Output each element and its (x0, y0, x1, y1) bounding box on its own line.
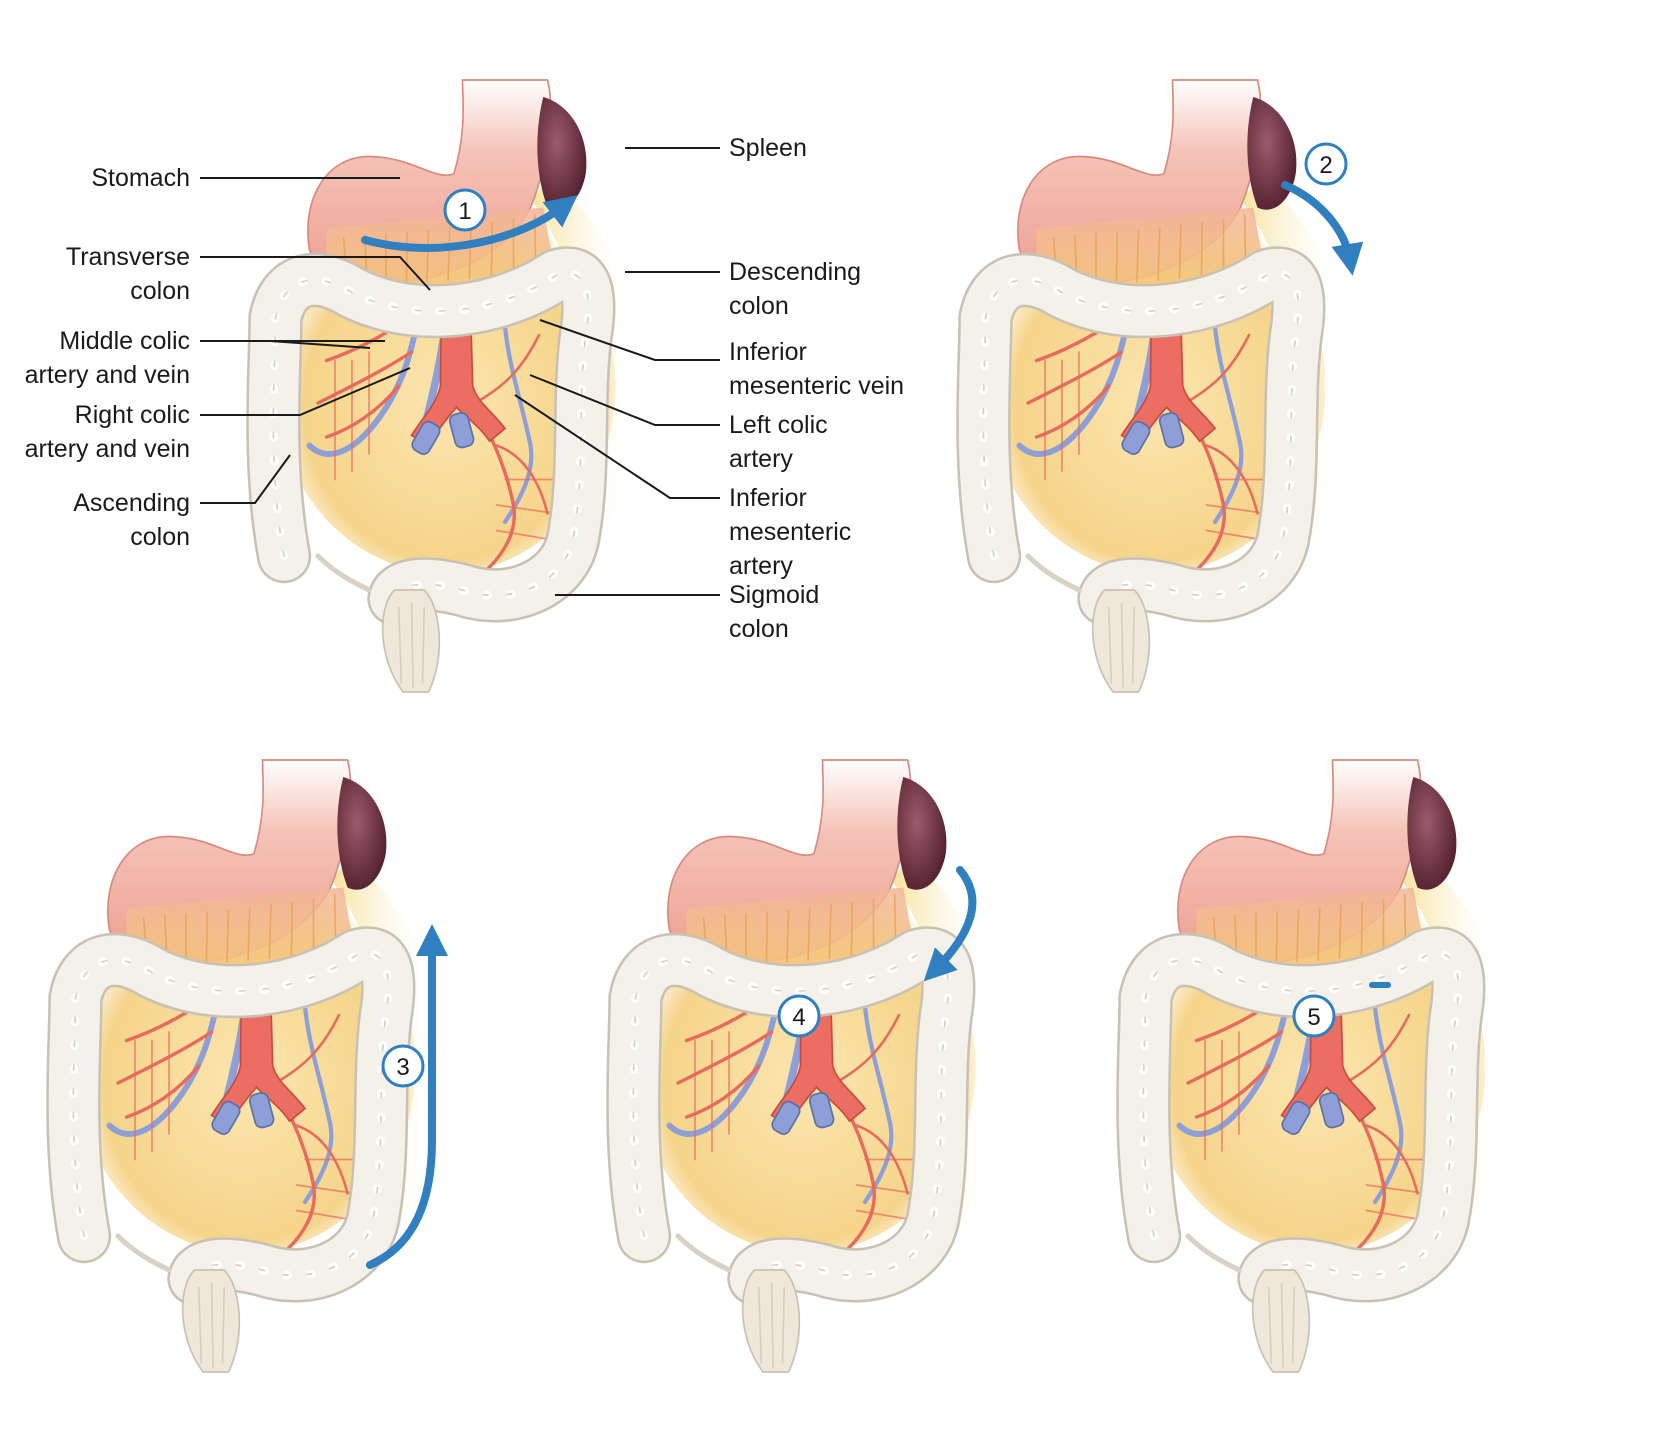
step-badge-3: 3 (381, 1044, 425, 1088)
svg-text:3: 3 (396, 1054, 409, 1081)
panel-5-anatomy (1143, 760, 1503, 1372)
label-spleen: Spleen (729, 134, 807, 162)
panel-1-anatomy (273, 80, 633, 692)
svg-text:2: 2 (1319, 152, 1332, 179)
step-badge-5: 5 (1292, 994, 1336, 1038)
step-badge-2: 2 (1304, 142, 1348, 186)
panel-4-anatomy (633, 760, 993, 1372)
leader-lines (200, 147, 720, 596)
step-badge-1: 1 (443, 188, 487, 232)
svg-text:5: 5 (1307, 1004, 1320, 1031)
label-stomach: Stomach (91, 164, 190, 192)
step-arrow-icon (361, 181, 1391, 1269)
svg-text:4: 4 (792, 1004, 805, 1031)
svg-text:1: 1 (458, 198, 471, 225)
panel-3-anatomy (73, 760, 433, 1372)
step-badge-4: 4 (777, 994, 821, 1038)
step-badge-icon: 1 2 3 4 5 (381, 142, 1348, 1088)
panel-2-anatomy (983, 80, 1343, 692)
